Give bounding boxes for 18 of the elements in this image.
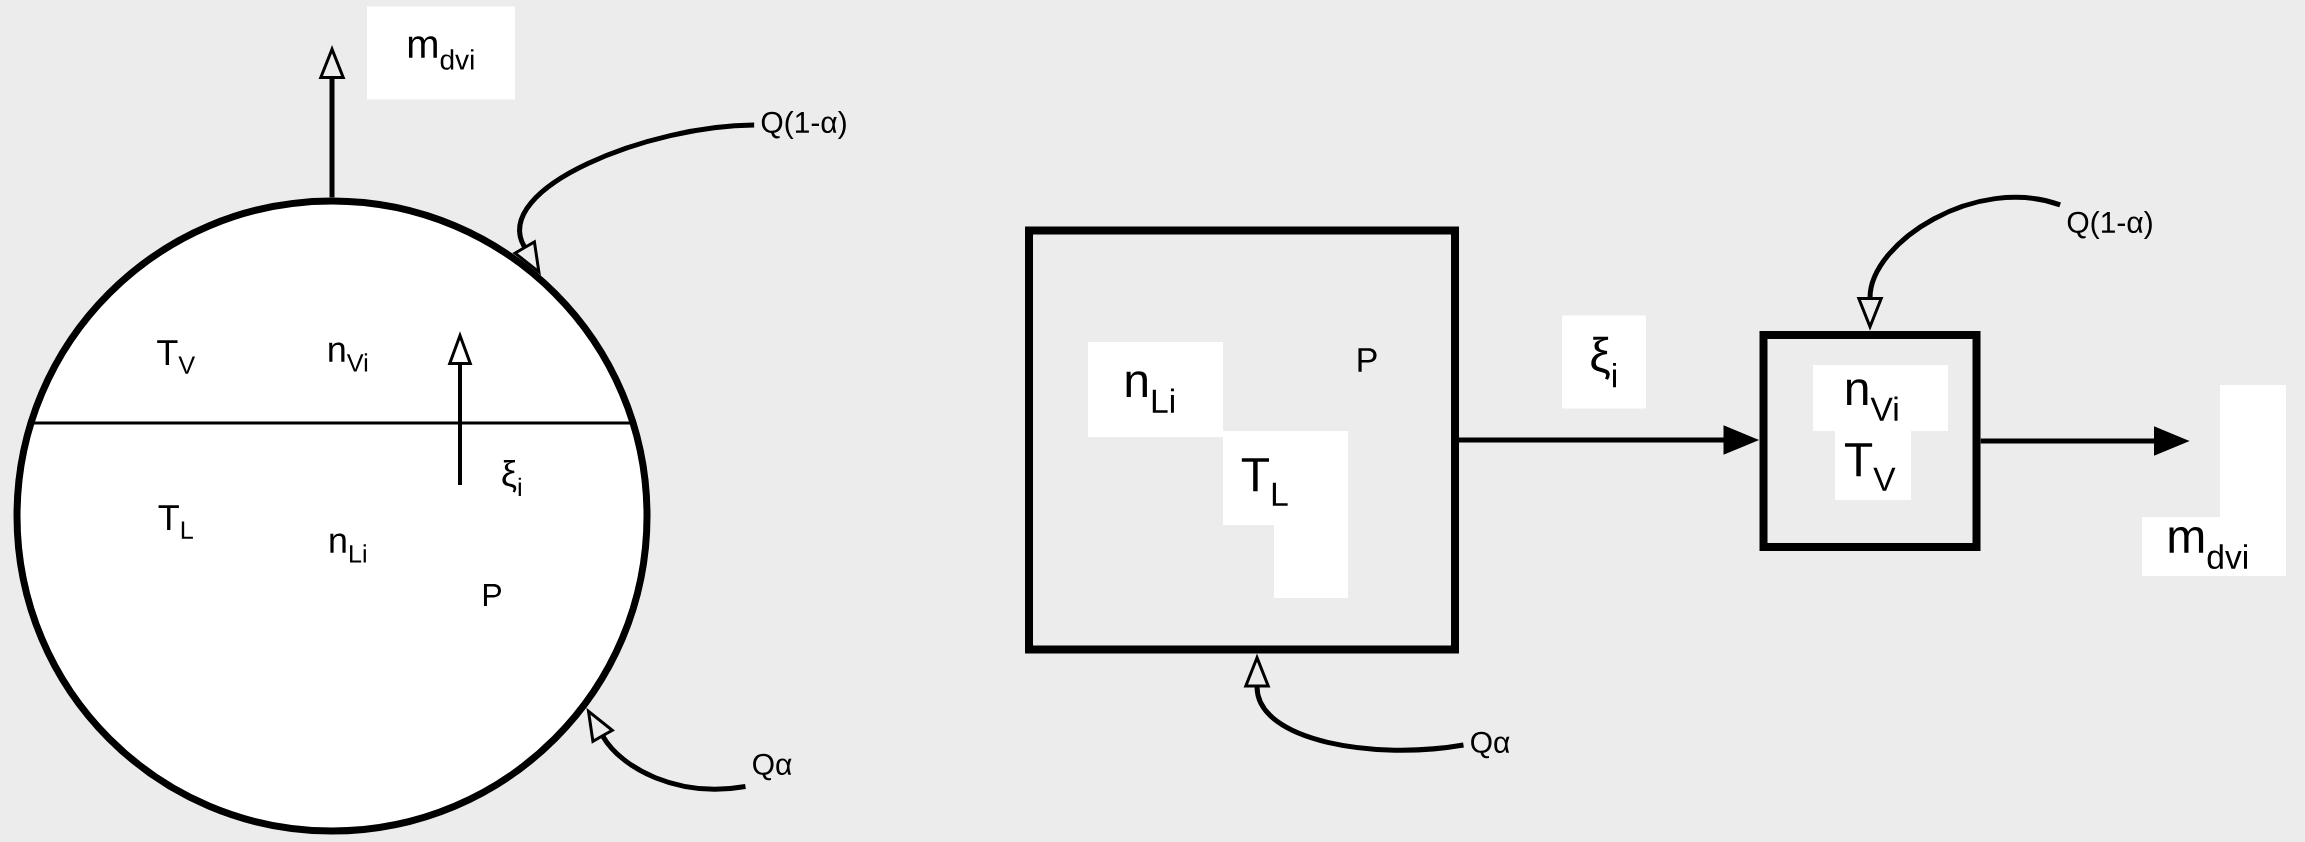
heat-label: Qα [1471, 731, 1510, 759]
heat-label: Q(1-α) [761, 111, 846, 139]
output-label: m$_{dvi}$ [367, 6, 515, 100]
variable-label: T$_{L}$ [1241, 458, 1288, 506]
variable-label: n$_{Li}$ [330, 533, 366, 563]
variable-label: n$_{Vi}$ [1846, 379, 1898, 421]
variable-label: T$_{V}$ [157, 340, 196, 374]
heat-label: Q(1-α) [2067, 211, 2152, 239]
variable-label: P [483, 584, 501, 606]
variable-label: n$_{Vi}$ [329, 342, 368, 372]
variable-label: T$_{V}$ [1845, 443, 1896, 491]
edge-label: ξ$_{i}$ [1562, 315, 1646, 409]
variable-label: ξ$_{i}$ [502, 460, 521, 496]
variable-label: T$_{L}$ [158, 505, 193, 539]
variable-label: P [1358, 348, 1377, 372]
variable-label: n$_{Li}$ [1126, 371, 1174, 413]
heat-label: Qα [753, 753, 792, 781]
output-label: m$_{dvi}$ [2169, 527, 2247, 569]
